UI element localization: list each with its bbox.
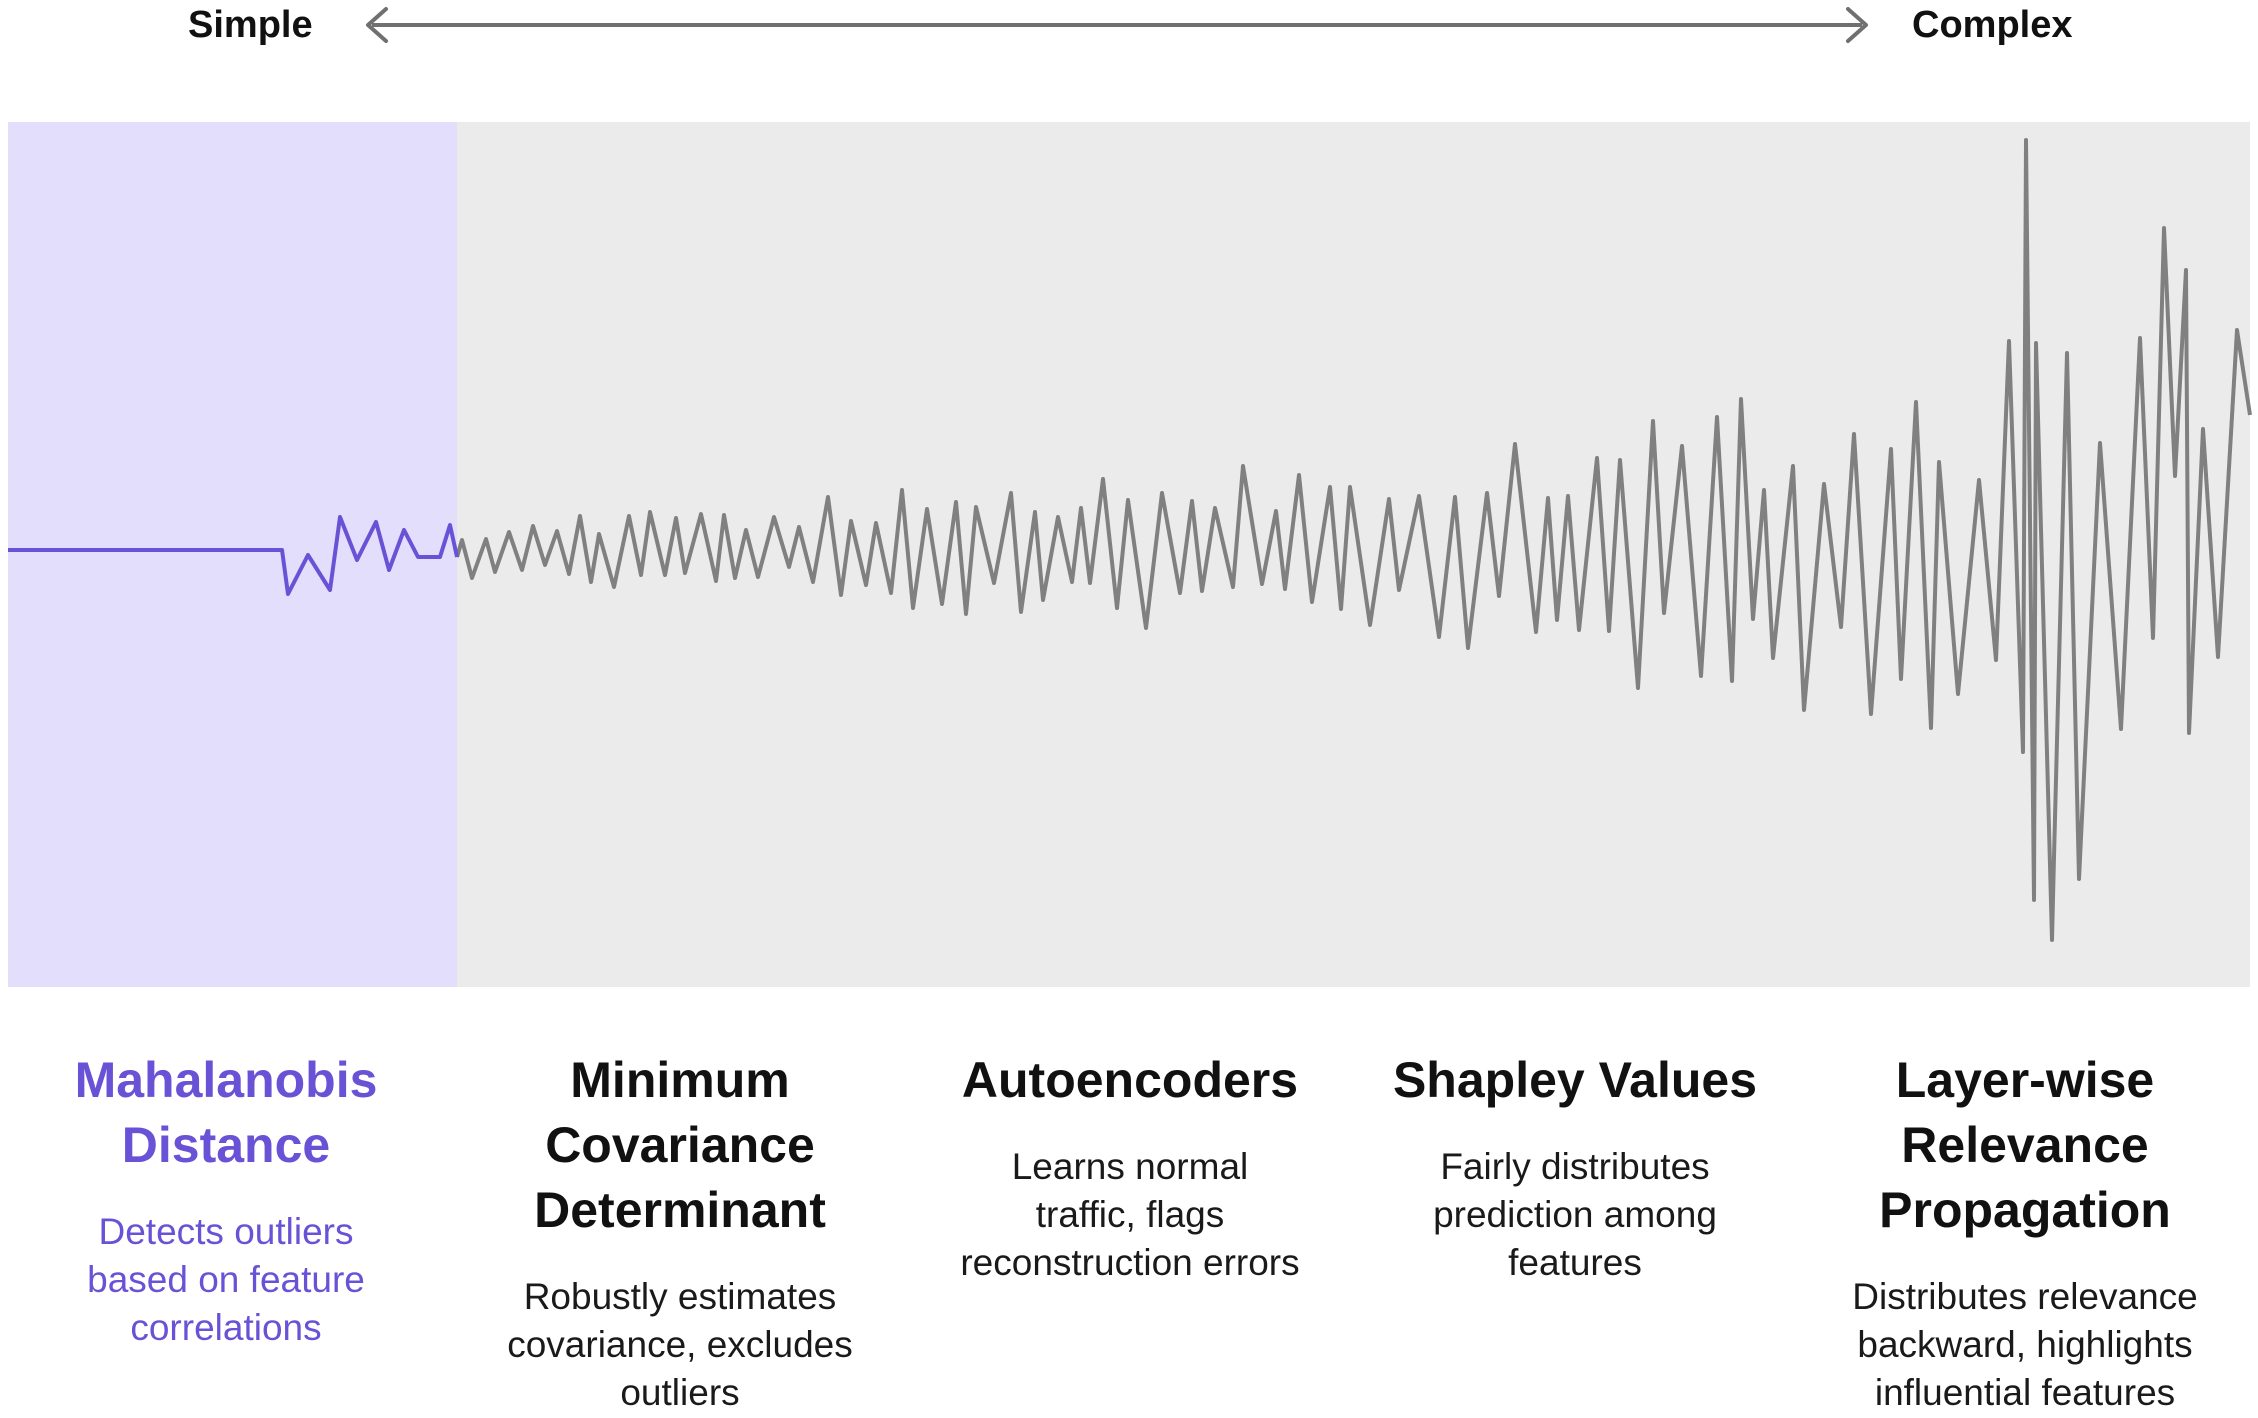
arrow-head-left bbox=[366, 7, 388, 43]
method-description-line: Fairly distributes bbox=[1440, 1146, 1710, 1187]
method-description-line: Distributes relevance bbox=[1852, 1276, 2198, 1317]
signal-waveform-simple bbox=[8, 515, 459, 596]
complexity-scale-arrow bbox=[366, 7, 1868, 43]
method-description-line: reconstruction errors bbox=[960, 1242, 1300, 1283]
method-title-line: Determinant bbox=[534, 1182, 826, 1238]
method-description: Learns normal traffic, flags reconstructio… bbox=[910, 1143, 1350, 1287]
method-description-line: correlations bbox=[130, 1307, 322, 1348]
method-description: Robustly estimates covariance, excludes ou… bbox=[460, 1273, 900, 1417]
signal-diagram bbox=[8, 122, 2252, 987]
method-description: Fairly distributes prediction among featur… bbox=[1355, 1143, 1795, 1287]
arrow-head-right bbox=[1846, 7, 1868, 43]
method-description-line: covariance, excludes bbox=[507, 1324, 853, 1365]
method-description-line: outliers bbox=[620, 1372, 740, 1413]
simple-label: Simple bbox=[188, 4, 313, 46]
method-description: Distributes relevance backward, highlight… bbox=[1805, 1273, 2245, 1417]
method-description-line: traffic, flags bbox=[1035, 1194, 1225, 1235]
method-description-line: Detects outliers bbox=[98, 1211, 354, 1252]
method-description-line: influential features bbox=[1874, 1372, 2176, 1413]
method-description-line: Robustly estimates bbox=[523, 1276, 837, 1317]
method-title-line: Relevance bbox=[1901, 1117, 2149, 1173]
method-title-line: Layer-wise bbox=[1895, 1052, 2155, 1108]
method-title: Autoencoders bbox=[910, 1048, 1350, 1113]
method-title-line: Autoencoders bbox=[961, 1052, 1299, 1108]
method-description-line: features bbox=[1508, 1242, 1642, 1283]
method-description-line: based on feature bbox=[87, 1259, 365, 1300]
highlight-panel bbox=[8, 122, 457, 987]
method-description-line: prediction among bbox=[1433, 1194, 1717, 1235]
method-title-line: Mahalanobis bbox=[74, 1052, 378, 1108]
method-title-line: Shapley Values bbox=[1392, 1052, 1758, 1108]
method-title: Shapley Values bbox=[1355, 1048, 1795, 1113]
method-title-line: Covariance bbox=[545, 1117, 815, 1173]
method-title-line: Minimum bbox=[570, 1052, 790, 1108]
complex-label: Complex bbox=[1912, 4, 2073, 46]
method-description-line: backward, highlights bbox=[1857, 1324, 2193, 1365]
method-description: Detects outliers based on feature correlat… bbox=[6, 1208, 446, 1352]
signal-waveform bbox=[455, 138, 2252, 942]
method-description-line: Learns normal bbox=[1011, 1146, 1249, 1187]
method-title-line: Distance bbox=[121, 1117, 331, 1173]
method-title-line: Propagation bbox=[1879, 1182, 2171, 1238]
